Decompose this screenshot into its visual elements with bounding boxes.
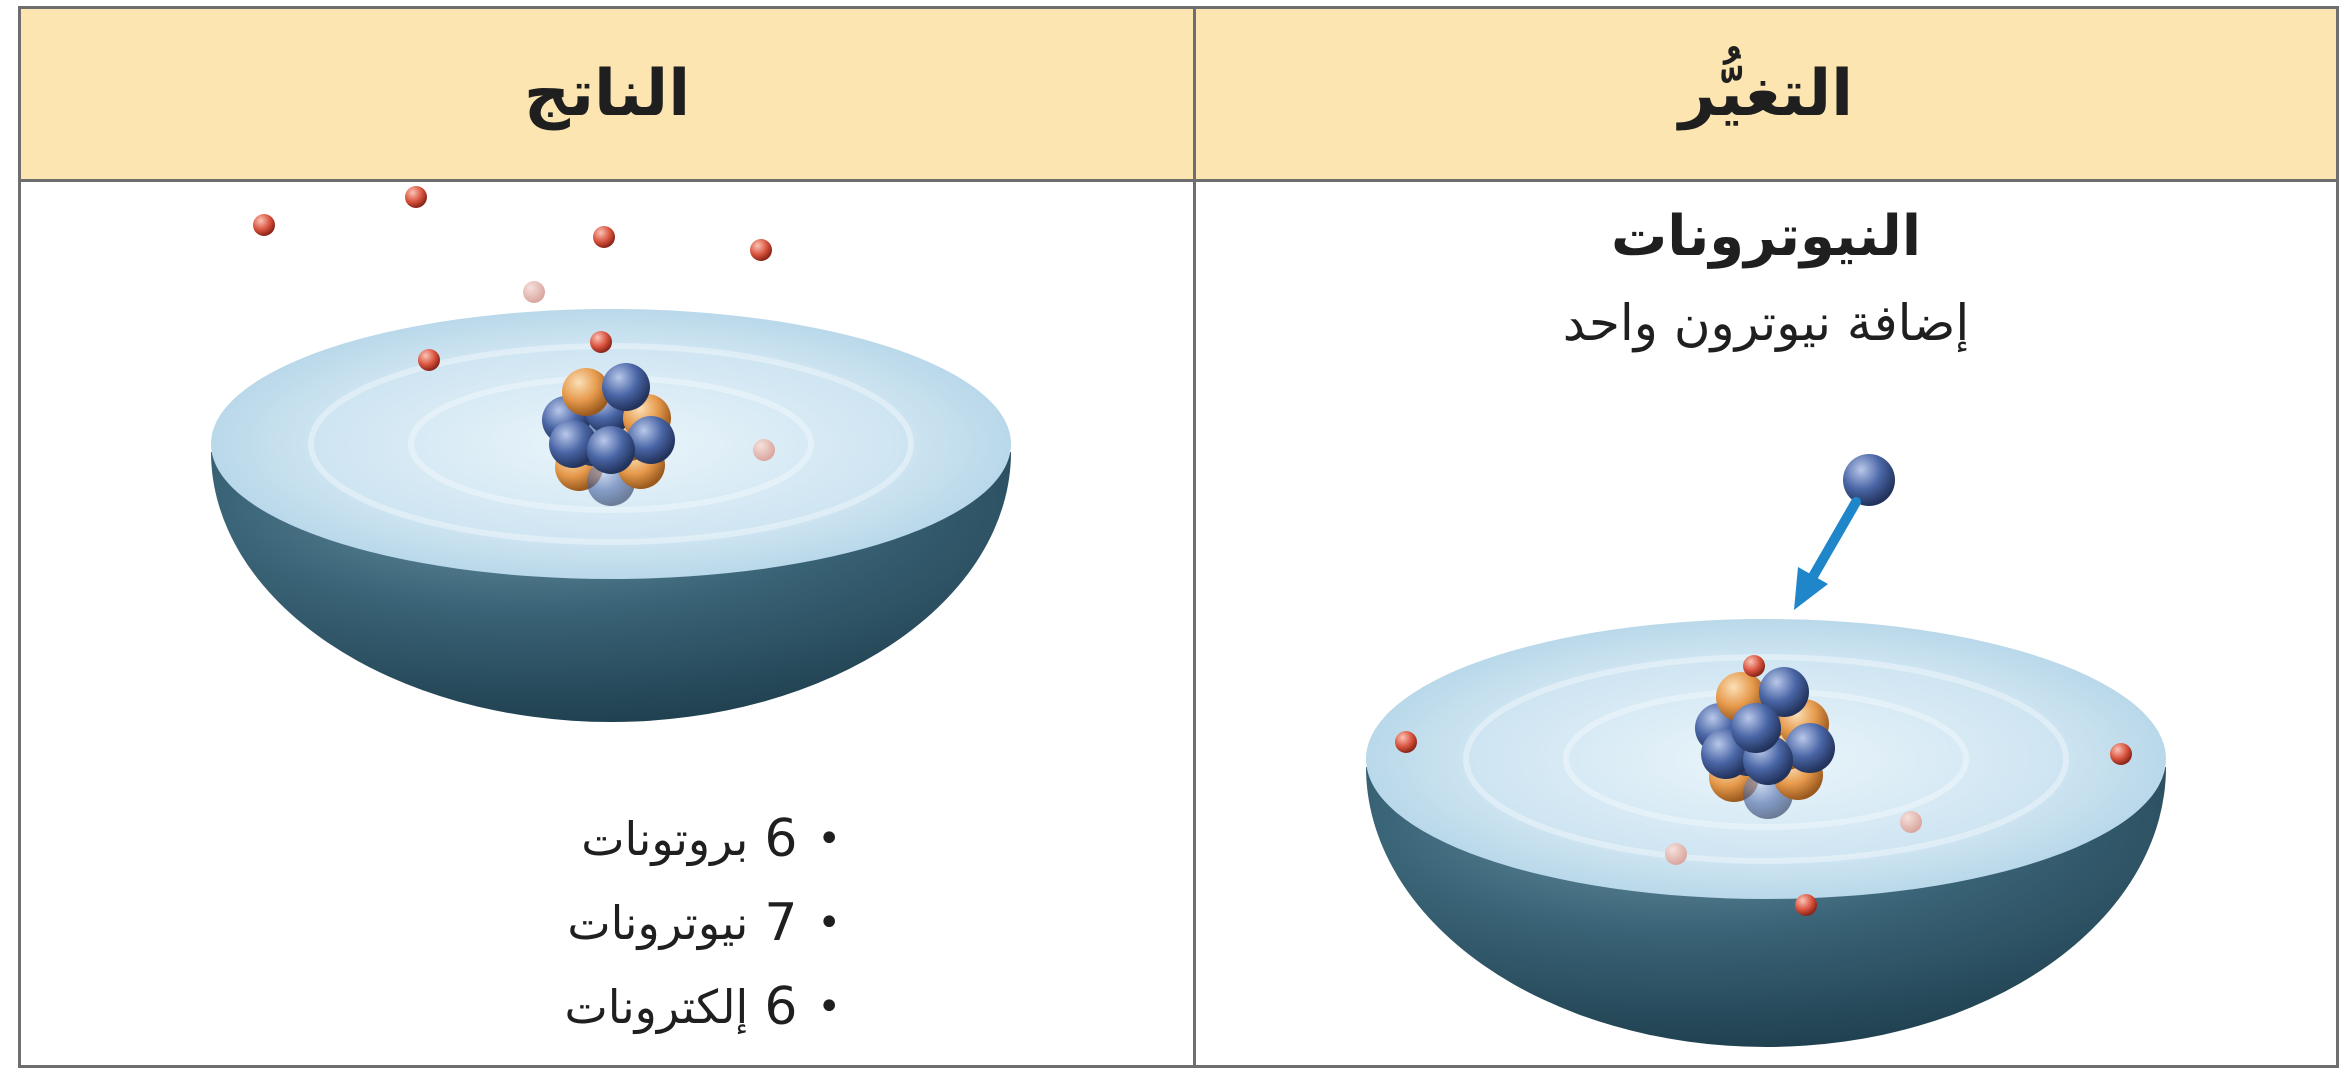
list-item: • 6 إلكترونات — [441, 965, 842, 1049]
result-cell: • 6 بروتونات • 7 نيوترونات • 6 إلكترونات — [21, 182, 1193, 1065]
header-change: التغيُّر — [1678, 57, 1854, 131]
result-number: 6 — [764, 977, 798, 1037]
change-atom-diagram — [1366, 454, 2166, 1047]
column-divider — [1193, 9, 1196, 1065]
list-item: • 7 نيوترونات — [441, 881, 841, 965]
result-number: 6 — [764, 809, 798, 869]
result-atom-diagram — [211, 186, 1011, 722]
list-item: • 6 بروتونات — [441, 797, 841, 881]
arrow-icon — [1806, 497, 1861, 585]
result-label: بروتونات — [581, 812, 749, 866]
result-label: إلكترونات — [564, 980, 749, 1034]
change-description: إضافة نيوترون واحد — [1562, 294, 1970, 352]
bullet-icon: • — [817, 816, 841, 862]
bullet-icon: • — [817, 984, 841, 1030]
result-list: • 6 بروتونات • 7 نيوترونات • 6 إلكترونات — [441, 797, 842, 1049]
change-title: النيوترونات — [1610, 204, 1922, 269]
result-number: 7 — [764, 893, 798, 953]
header-result: الناتج — [523, 57, 691, 131]
bullet-icon: • — [817, 900, 841, 946]
comparison-table: الناتج التغيُّر — [18, 6, 2339, 1068]
incoming-neutron — [1843, 454, 1895, 506]
result-label: نيوترونات — [567, 896, 749, 950]
change-cell: النيوترونات إضافة نيوترون واحد — [1196, 182, 2336, 1065]
table-header-row: الناتج التغيُّر — [21, 9, 2336, 182]
